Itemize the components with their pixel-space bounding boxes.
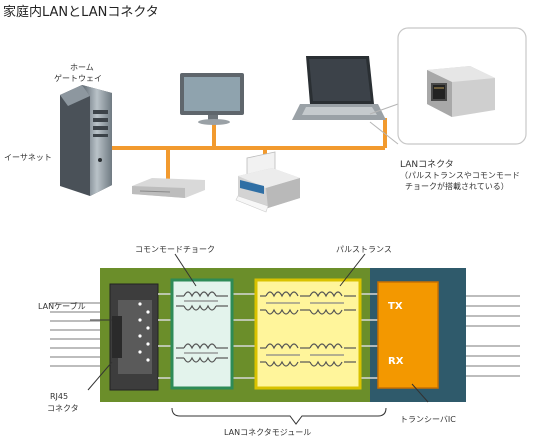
lan-cable-label: LANケーブル — [38, 302, 86, 311]
rj45-label-line1: RJ45 — [50, 392, 69, 401]
ethernet-label: イーサネット — [4, 153, 52, 162]
lan-connector-inset — [369, 27, 527, 145]
monitor-icon — [180, 73, 244, 125]
common-mode-choke-block — [170, 278, 234, 390]
transceiver-ic — [377, 281, 439, 389]
callout-lines — [87, 253, 429, 425]
rj45-jack-icon — [427, 66, 495, 117]
rx-label: RX — [388, 356, 404, 367]
lan-connector-label: LANコネクタ — [400, 160, 454, 170]
home-gateway-server-icon — [60, 85, 112, 196]
lan-connector-note-line1: （パルストランスやコモンモード — [400, 171, 520, 180]
common-mode-choke-label: コモンモードチョーク — [135, 245, 215, 254]
lan-connector-note-line2: チョークが搭載されている） — [405, 182, 509, 191]
gateway-label-line2: ゲートウェイ — [54, 74, 102, 83]
laptop-icon — [292, 56, 386, 120]
rj45-label-line2: コネクタ — [47, 404, 79, 413]
tx-label: TX — [388, 301, 403, 312]
gateway-label-line1: ホーム — [70, 63, 94, 72]
module-label: LANコネクタモジュール — [224, 428, 312, 437]
pulse-transformer-block — [254, 278, 362, 390]
board-traces — [158, 293, 378, 379]
network-lines — [0, 116, 387, 182]
transceiver-ic-label: トランシーバIC — [400, 415, 456, 424]
pulse-transformer-label: パルストランス — [336, 245, 392, 254]
page-title: 家庭内LANとLANコネクタ — [3, 5, 159, 20]
printer-icon — [235, 151, 300, 213]
network-device-icon — [132, 178, 205, 198]
rj45-connector — [109, 283, 159, 391]
